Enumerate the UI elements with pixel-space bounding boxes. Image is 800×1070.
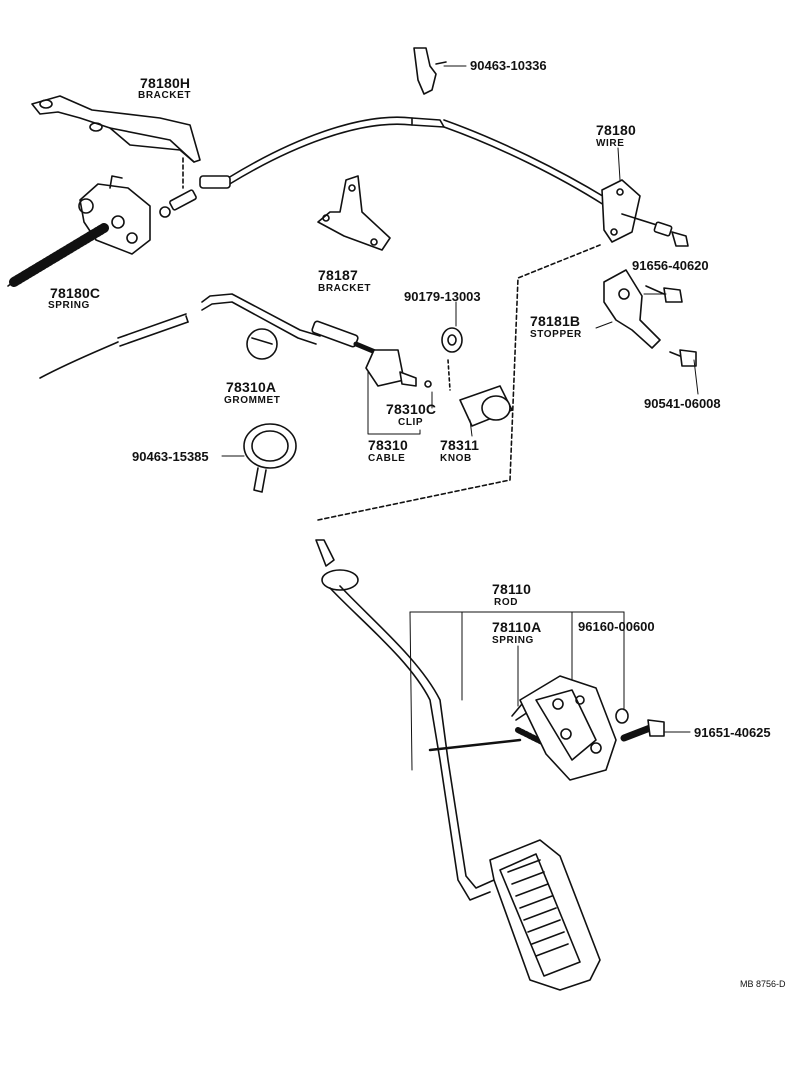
part-78310a-number: 78310A — [226, 379, 277, 395]
part-78180h-name: BRACKET — [138, 90, 192, 101]
leader-lines — [221, 65, 699, 771]
fastener-91656-40620: 91656-40620 — [632, 258, 709, 273]
part-78311-number: 78311 — [440, 437, 480, 453]
connection-dashed-line — [317, 244, 601, 521]
part-78310-name: CABLE — [368, 453, 406, 464]
accelerator-wire — [159, 116, 607, 218]
fastener-91651-40625: 91651-40625 — [694, 725, 771, 740]
fastener-90463-10336: 90463-10336 — [470, 58, 547, 73]
part-78180-number: 78180 — [596, 122, 636, 138]
pedal-bracket-drawing — [519, 675, 665, 781]
part-78110-number: 78110 — [492, 581, 532, 597]
part-78180c-name: SPRING — [48, 300, 90, 311]
pedal-pad-drawing — [489, 839, 601, 991]
part-78110a-name: SPRING — [492, 635, 534, 646]
part-78110a-number: 78110A — [492, 619, 542, 635]
stopper-78181b-drawing — [603, 269, 697, 367]
part-78311-name: KNOB — [440, 453, 472, 464]
part-78180h-number: 78180H — [140, 75, 191, 91]
part-78310c-name: CLIP — [398, 417, 424, 428]
ring-90463-15385-drawing — [243, 423, 297, 493]
rod-78110-drawing — [315, 539, 522, 901]
wire-end-78180-drawing — [601, 179, 689, 247]
part-78180c-number: 78180C — [50, 285, 101, 301]
fastener-90541-06008: 90541-06008 — [644, 396, 721, 411]
drawing-code: MB 8756-D — [740, 979, 786, 989]
fastener-96160-00600: 96160-00600 — [578, 619, 655, 634]
part-78181b-number: 78181B — [530, 313, 581, 329]
part-78310c-number: 78310C — [386, 401, 437, 417]
bracket-78180h-drawing — [31, 95, 201, 189]
clip-90463-10336-drawing — [413, 47, 447, 95]
part-78310-number: 78310 — [368, 437, 408, 453]
grommet-78310a-drawing — [246, 328, 278, 360]
part-78181b-name: STOPPER — [530, 329, 582, 340]
dash-cable-78310-drawing — [39, 293, 432, 388]
fastener-90179-13003: 90179-13003 — [404, 289, 481, 304]
part-78187-number: 78187 — [318, 267, 358, 283]
part-78187-name: BRACKET — [318, 283, 372, 294]
bracket-78187-drawing — [317, 175, 391, 251]
part-78180-name: WIRE — [596, 138, 625, 149]
part-78310a-name: GROMMET — [224, 395, 281, 406]
part-78110-name: ROD — [494, 597, 519, 608]
knob-assembly-drawing — [441, 327, 513, 427]
throttle-linkage-drawing — [7, 175, 151, 287]
fastener-90463-15385: 90463-15385 — [132, 449, 209, 464]
